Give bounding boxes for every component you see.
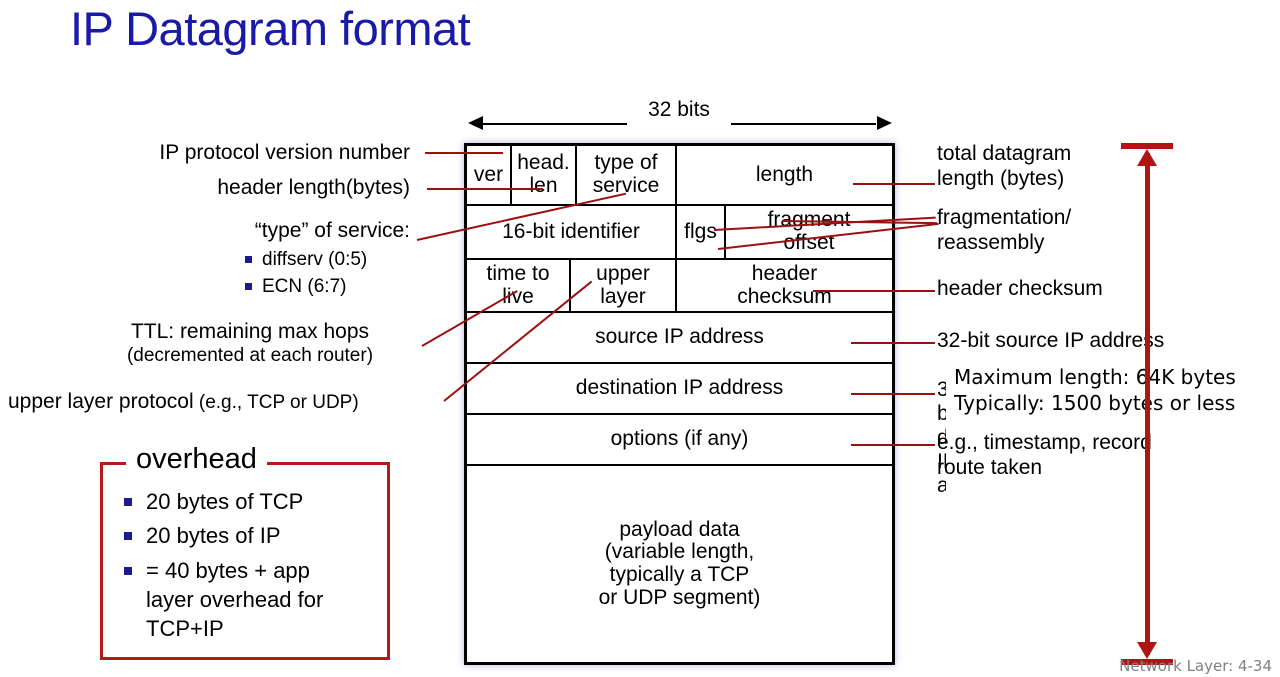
field-type-of-service: type of service — [577, 146, 677, 204]
total-datagram-length-arrow — [1121, 143, 1173, 665]
annotation-source-ip: 32-bit source IP address — [937, 329, 1165, 352]
annotation-upper-layer-protocol: upper layer protocol (e.g., TCP or UDP) — [8, 390, 359, 415]
list-item: diffserv (0:5) — [245, 247, 367, 274]
connector-version — [425, 152, 503, 154]
list-item: 20 bytes of IP — [124, 521, 404, 550]
field-identifier: 16-bit identifier — [467, 206, 677, 258]
table-row: ver head. len type of service length — [467, 146, 892, 206]
list-item: 20 bytes of TCP — [124, 487, 404, 516]
field-upper-layer: upper layer — [571, 260, 677, 311]
connector-header-length — [427, 188, 543, 190]
arrow-head-right-icon — [877, 116, 892, 130]
annotation-destination-ip-obscured: 32-bit destination IP address — [937, 378, 946, 497]
field-flags: flgs — [677, 206, 726, 258]
table-row: payload data (variable length, typically… — [467, 466, 892, 662]
field-destination-ip: destination IP address — [575, 376, 784, 400]
arrow-head-down-icon — [1137, 642, 1157, 659]
connector-header-checksum — [813, 290, 935, 292]
field-head-len: head. len — [512, 146, 577, 204]
bit-width-label: 32 bits — [648, 98, 710, 121]
field-ver: ver — [467, 146, 512, 204]
annotation-header-checksum: header checksum — [937, 277, 1103, 300]
field-time-to-live: time to live — [467, 260, 571, 311]
annotation-header-length: header length(bytes) — [217, 176, 410, 199]
annotation-ttl-line1: TTL: remaining max hops — [130, 320, 370, 343]
slide-footer: Network Layer: 4-34 — [1119, 657, 1272, 675]
table-row: time to live upper layer header checksum — [467, 260, 892, 313]
bit-width-ruler: 32 bits — [464, 98, 894, 136]
field-source-ip: source IP address — [595, 325, 764, 349]
overlay-note-line2: Typically: 1500 bytes or less — [954, 390, 1236, 415]
annotation-upper-layer-main: upper layer protocol — [8, 390, 194, 413]
annotation-ttl: TTL: remaining max hops (decremented at … — [85, 320, 415, 367]
list-item: ECN (6:7) — [245, 274, 367, 301]
field-options: options (if any) — [610, 427, 749, 451]
annotation-fragmentation: fragmentation/ reassembly — [937, 206, 1072, 255]
table-row: destination IP address — [467, 364, 892, 415]
annotation-options-example: e.g., timestamp, record route taken — [937, 431, 1152, 480]
annotation-total-length: total datagram length (bytes) — [937, 142, 1072, 191]
page-title: IP Datagram format — [70, 2, 471, 55]
ip-datagram-table: ver head. len type of service length 16-… — [464, 143, 895, 665]
overlay-note-line1: Maximum length: 64K bytes — [954, 365, 1236, 389]
connector-total-length — [853, 183, 935, 185]
arrow-head-up-icon — [1137, 149, 1157, 166]
annotation-version: IP protocol version number — [159, 141, 410, 164]
arrow-cap-top — [1121, 143, 1173, 149]
arrow-head-left-icon — [468, 116, 483, 130]
connector-destination-ip — [851, 393, 935, 395]
field-header-checksum: header checksum — [737, 261, 832, 308]
table-row: source IP address — [467, 313, 892, 364]
connector-source-ip — [851, 342, 935, 344]
annotation-type-of-service: “type” of service: — [254, 219, 410, 242]
ruler-line-left — [482, 123, 627, 125]
overlay-callout-note: Maximum length: 64K bytes Typically: 150… — [952, 364, 1240, 419]
overhead-title: overhead — [126, 443, 267, 476]
ruler-line-right — [731, 123, 876, 125]
field-payload: payload data (variable length, typically… — [598, 517, 761, 609]
list-item: = 40 bytes + app layer overhead for TCP+… — [124, 556, 404, 644]
table-row: options (if any) — [467, 415, 892, 466]
overhead-list: 20 bytes of TCP 20 bytes of IP = 40 byte… — [124, 487, 404, 648]
tos-bullet-list: diffserv (0:5) ECN (6:7) — [245, 247, 367, 301]
annotation-ttl-line2: (decremented at each router) — [126, 344, 374, 366]
arrow-shaft — [1145, 153, 1150, 655]
field-length: length — [755, 162, 814, 186]
annotation-upper-layer-example: (e.g., TCP or UDP) — [193, 392, 359, 413]
arrow-cap-bottom — [1121, 659, 1173, 665]
connector-options — [851, 444, 935, 446]
